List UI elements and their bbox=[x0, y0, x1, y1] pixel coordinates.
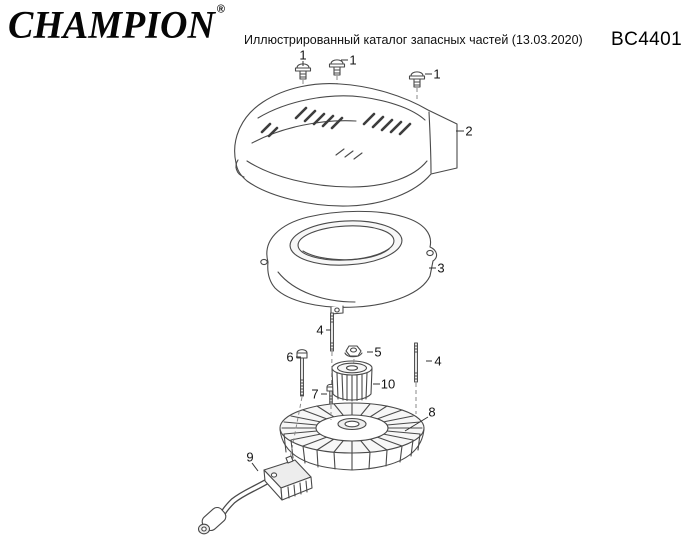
callout-6: 6 bbox=[286, 350, 301, 365]
callout-2: 2 bbox=[456, 124, 473, 139]
registered-trademark-symbol: ® bbox=[216, 3, 226, 16]
callout-4-right: 4 bbox=[426, 354, 442, 369]
callout-8-label: 8 bbox=[428, 405, 435, 420]
callout-10: 10 bbox=[373, 377, 395, 392]
fan-housing-drawing bbox=[260, 210, 438, 315]
stud-4-left-drawing bbox=[330, 312, 334, 352]
bolt-1-left-drawing bbox=[294, 63, 312, 80]
callouts: 1 1 1 2 3 4 5 bbox=[246, 48, 473, 472]
logo-text: CHAMPION bbox=[8, 3, 215, 47]
bolt-1-middle-drawing bbox=[328, 59, 346, 76]
starter-cup-10-drawing bbox=[331, 360, 373, 402]
assembly-dashed-lines-lower bbox=[289, 351, 417, 460]
callout-1-right-label: 1 bbox=[433, 67, 440, 82]
ignition-coil-9-drawing bbox=[197, 455, 313, 535]
callout-4-left: 4 bbox=[316, 323, 331, 338]
callout-6-label: 6 bbox=[286, 350, 293, 365]
callout-4-left-label: 4 bbox=[316, 323, 323, 338]
callout-5: 5 bbox=[367, 345, 382, 360]
callout-7-label: 7 bbox=[311, 387, 318, 402]
callout-4-right-label: 4 bbox=[434, 354, 441, 369]
flange-nut-5-drawing bbox=[344, 345, 363, 358]
engine-cover-drawing bbox=[234, 83, 458, 207]
callout-1-left-label: 1 bbox=[299, 48, 306, 63]
callout-1-right: 1 bbox=[425, 67, 441, 82]
callout-1-left: 1 bbox=[299, 48, 307, 66]
model-number: BC4401 bbox=[611, 29, 683, 50]
callout-7: 7 bbox=[311, 387, 327, 402]
flywheel-8-drawing bbox=[279, 402, 425, 471]
stud-4-right-drawing bbox=[414, 342, 418, 383]
callout-9-label: 9 bbox=[246, 450, 253, 465]
callout-1-middle-label: 1 bbox=[349, 53, 356, 68]
catalog-title: Иллюстрированный каталог запасных частей… bbox=[244, 33, 583, 47]
callout-5-label: 5 bbox=[374, 345, 381, 360]
champion-logo: CHAMPION® bbox=[8, 2, 225, 48]
bolt-6-drawing bbox=[296, 349, 308, 397]
callout-3-label: 3 bbox=[437, 261, 444, 276]
callout-10-label: 10 bbox=[381, 377, 395, 392]
callout-1-middle: 1 bbox=[341, 53, 357, 68]
callout-3: 3 bbox=[429, 261, 445, 276]
callout-8: 8 bbox=[404, 405, 436, 432]
callout-2-label: 2 bbox=[465, 124, 472, 139]
bolt-1-right-drawing bbox=[408, 71, 426, 88]
callout-9: 9 bbox=[246, 450, 259, 472]
